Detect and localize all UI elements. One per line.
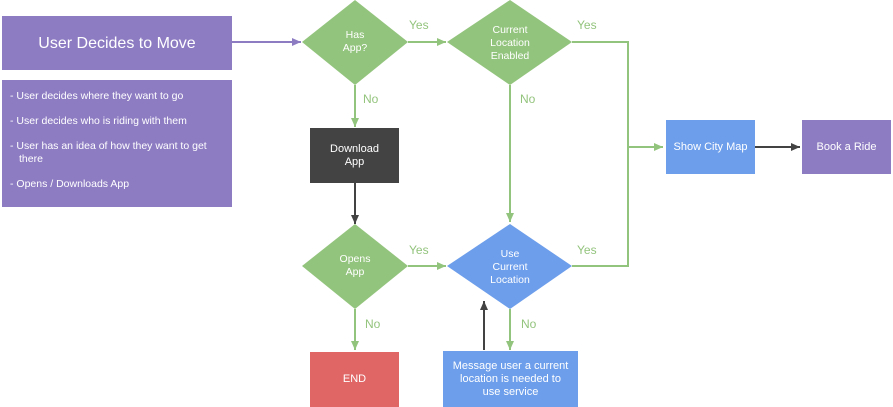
start-node[interactable]: User Decides to Move [2, 16, 232, 70]
message-user-node[interactable]: Message user a current location is neede… [443, 351, 578, 407]
edge-use-location-yes [572, 147, 629, 267]
book-ride-node[interactable]: Book a Ride [802, 120, 891, 174]
edge-location-enabled-yes [572, 41, 629, 147]
edge-label-yes: Yes [577, 18, 597, 32]
notes-box: - User decides where they want to go - U… [2, 80, 232, 207]
download-app-label: Download App [330, 142, 379, 168]
decision-use-location[interactable] [447, 224, 572, 309]
opens-app-label: Opens App [339, 253, 371, 278]
book-ride-label: Book a Ride [816, 140, 877, 153]
decision-opens-app[interactable] [302, 224, 408, 309]
message-user-label: Message user a current location is neede… [452, 359, 569, 398]
show-city-map-label: Show City Map [673, 140, 748, 153]
edge-label-no: No [520, 92, 536, 106]
start-node-label: User Decides to Move [38, 34, 196, 52]
edge-label-yes: Yes [409, 243, 429, 257]
location-enabled-label: Current Location Enabled [490, 23, 530, 62]
note-item: - Opens / Downloads App [10, 178, 130, 190]
use-location-label: Use Current Location [490, 247, 530, 286]
end-node[interactable]: END [310, 352, 399, 407]
show-city-map-node[interactable]: Show City Map [666, 120, 755, 174]
download-app-node[interactable]: Download App [310, 128, 399, 183]
end-label: END [342, 373, 367, 385]
edge-label-yes: Yes [577, 243, 597, 257]
note-item: - User decides who is riding with them [10, 115, 187, 127]
decision-location-enabled[interactable] [447, 0, 572, 85]
note-item-continued: there [19, 153, 43, 165]
decision-has-app[interactable] [302, 0, 408, 85]
edge-label-no: No [365, 317, 381, 331]
edge-label-no: No [521, 317, 537, 331]
note-item: - User has an idea of how they want to g… [10, 140, 207, 152]
edge-label-yes: Yes [409, 18, 429, 32]
note-item: - User decides where they want to go [10, 90, 184, 102]
edge-label-no: No [363, 92, 379, 106]
has-app-label: Has App? [342, 29, 368, 54]
